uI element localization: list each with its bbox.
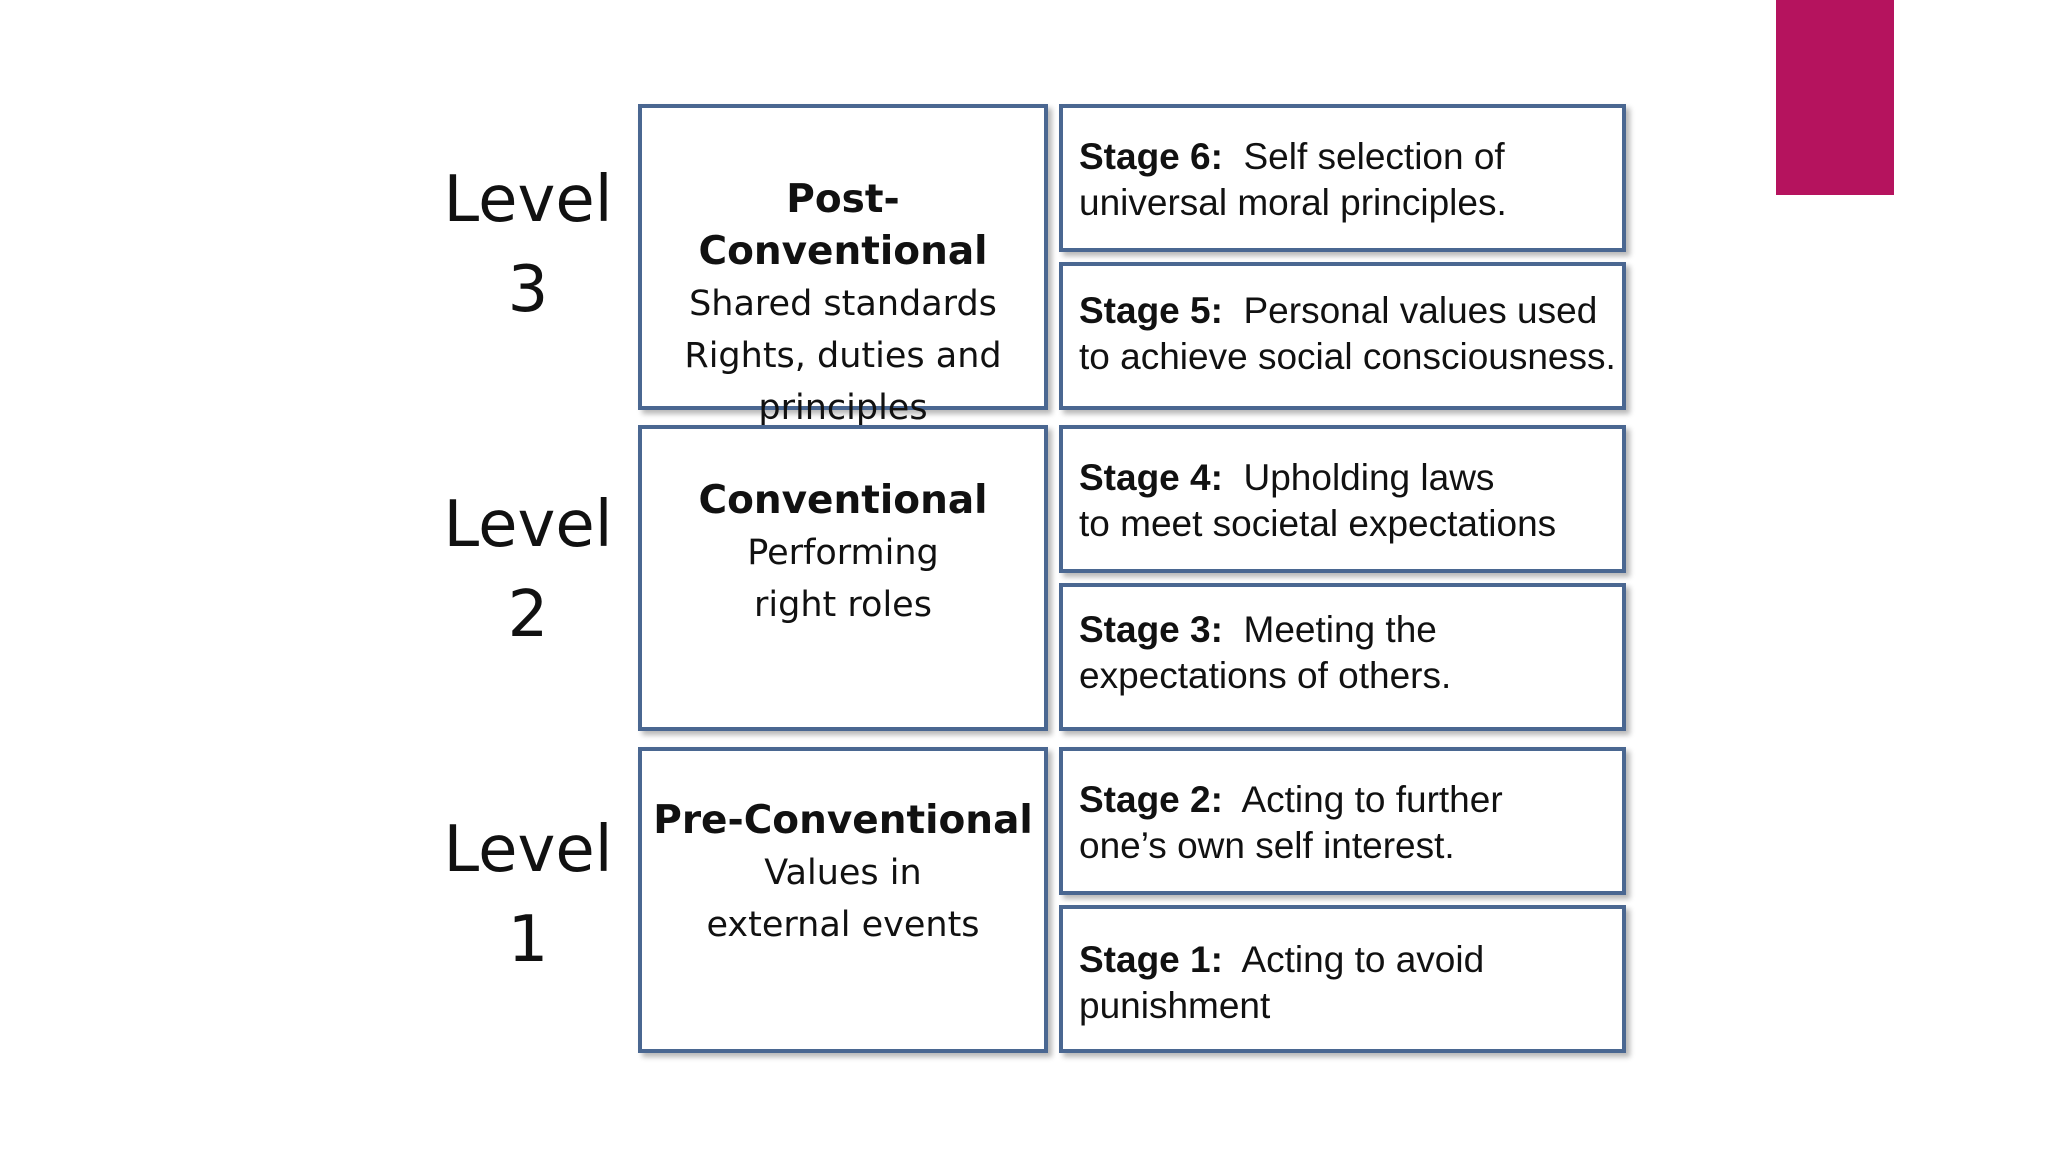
stage-3-box: Stage 3: Meeting the expectations of oth… [1059, 583, 1626, 731]
post-conventional-desc-line-2: Rights, duties and [684, 336, 1002, 376]
level-word: Level [443, 163, 613, 237]
pre-conventional-desc-line-1: Values in [764, 853, 922, 893]
post-conventional-desc-line-3: principles [758, 388, 928, 428]
stage-5-text-line-1: Personal values used [1243, 290, 1598, 331]
pre-conventional-title: Pre-Conventional [653, 798, 1033, 843]
level-number: 3 [507, 253, 549, 327]
stage-5-text-line-2: to achieve social consciousness. [1079, 336, 1616, 377]
pre-conventional-box: Pre-Conventional Values in external even… [638, 747, 1048, 1053]
conventional-title: Conventional [698, 478, 988, 523]
conventional-box: Conventional Performing right roles [638, 425, 1048, 731]
stage-1-box: Stage 1: Acting to avoid punishment [1059, 905, 1626, 1053]
level-word: Level [443, 813, 613, 887]
level-number: 2 [507, 578, 549, 652]
conventional-desc-line-2: right roles [754, 585, 932, 625]
stage-5-box: Stage 5: Personal values used to achieve… [1059, 262, 1626, 410]
stage-4-text-line-2: to meet societal expectations [1079, 503, 1557, 544]
stage-4-text-line-1: Upholding laws [1243, 457, 1495, 498]
stage-2-box: Stage 2: Acting to further one’s own sel… [1059, 747, 1626, 895]
post-conventional-box: Post-Conventional Shared standards Right… [638, 104, 1048, 428]
stage-4-label: Stage 4: [1079, 457, 1223, 498]
stage-3-text-line-2: expectations of others. [1079, 655, 1452, 696]
stage-6-text-line-2: universal moral principles. [1079, 182, 1507, 223]
stage-1-text-line-2: punishment [1079, 985, 1271, 1026]
stage-2-text-line-2: one’s own self interest. [1079, 825, 1455, 866]
level-2-label: Level 2 [428, 480, 628, 660]
stage-4-box: Stage 4: Upholding laws to meet societal… [1059, 425, 1626, 573]
stage-2-label: Stage 2: [1079, 779, 1223, 820]
level-number: 1 [507, 903, 549, 977]
stage-6-text-line-1: Self selection of [1243, 136, 1505, 177]
stage-3-label: Stage 3: [1079, 609, 1223, 650]
post-conventional-title: Post-Conventional [698, 177, 988, 274]
conventional-desc-line-1: Performing [747, 533, 939, 573]
stage-3-text-line-1: Meeting the [1243, 609, 1437, 650]
stage-2-text-line-1: Acting to further [1241, 779, 1503, 820]
stage-5-label: Stage 5: [1079, 290, 1223, 331]
post-conventional-desc-line-1: Shared standards [689, 284, 997, 324]
pre-conventional-desc-line-2: external events [706, 905, 980, 945]
level-word: Level [443, 488, 613, 562]
level-3-label: Level 3 [428, 155, 628, 335]
accent-bar [1776, 0, 1894, 195]
level-1-label: Level 1 [428, 805, 628, 985]
stage-6-box: Stage 6: Self selection of universal mor… [1059, 104, 1626, 252]
stage-6-label: Stage 6: [1079, 136, 1223, 177]
stage-1-label: Stage 1: [1079, 939, 1223, 980]
stage-1-text-line-1: Acting to avoid [1241, 939, 1485, 980]
